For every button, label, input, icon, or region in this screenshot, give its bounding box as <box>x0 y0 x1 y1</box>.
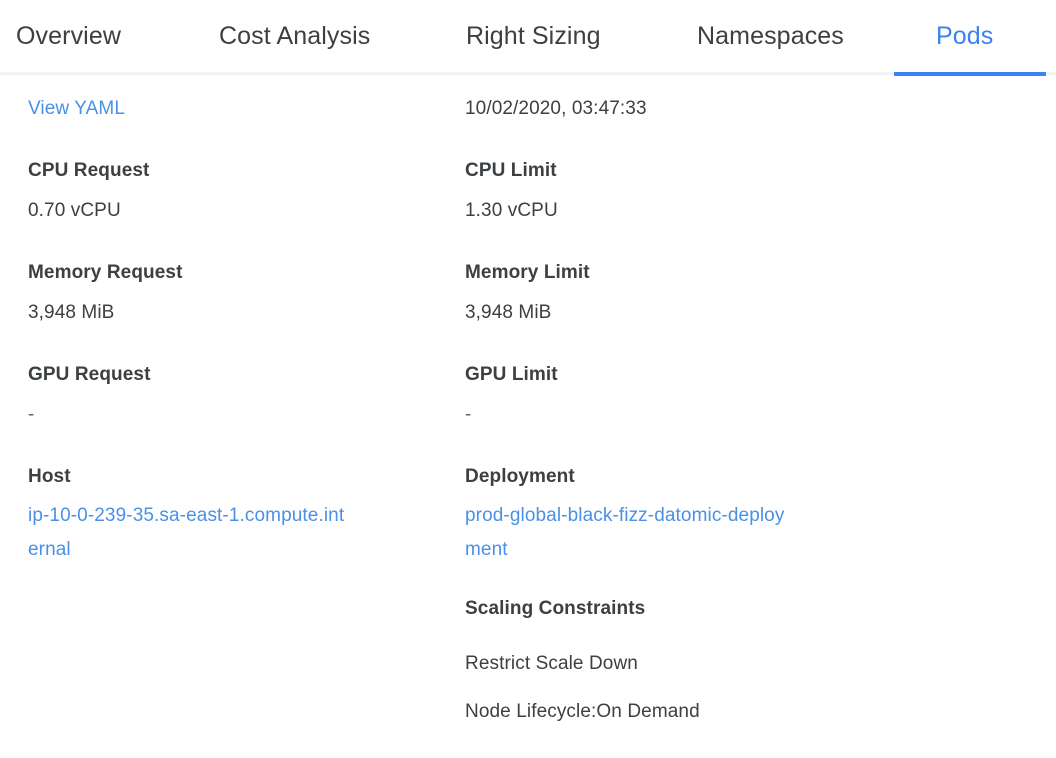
cpu-request-label: CPU Request <box>28 160 150 181</box>
cpu-limit-label: CPU Limit <box>465 160 557 181</box>
gpu-limit-label: GPU Limit <box>465 364 558 385</box>
gpu-request-label: GPU Request <box>28 364 151 385</box>
pod-detail-panel: View YAML CPU Request 0.70 vCPU Memory R… <box>0 75 1056 758</box>
host-link[interactable]: ip-10-0-239-35.sa-east-1.compute.interna… <box>28 505 345 560</box>
deployment-label: Deployment <box>465 466 575 487</box>
view-yaml-link[interactable]: View YAML <box>28 98 126 119</box>
memory-request-label: Memory Request <box>28 262 183 283</box>
cpu-limit-value: 1.30 vCPU <box>465 200 558 221</box>
pod-start-timestamp: 10/02/2020, 03:47:33 <box>465 98 647 119</box>
tab-list: Overview Cost Analysis Right Sizing Namespa… <box>0 0 1056 72</box>
host-label: Host <box>28 466 71 487</box>
tab-namespaces[interactable]: Namespaces <box>697 22 844 50</box>
gpu-request-value: - <box>28 404 35 425</box>
active-tab-indicator <box>894 72 1046 76</box>
memory-limit-label: Memory Limit <box>465 262 590 283</box>
tab-overview[interactable]: Overview <box>16 22 121 50</box>
tab-bar: Overview Cost Analysis Right Sizing Namespa… <box>0 0 1056 76</box>
tab-cost-analysis[interactable]: Cost Analysis <box>219 22 371 50</box>
memory-request-value: 3,948 MiB <box>28 302 115 323</box>
memory-limit-value: 3,948 MiB <box>465 302 552 323</box>
gpu-limit-value: - <box>465 404 472 425</box>
tab-pods[interactable]: Pods <box>936 22 994 50</box>
tab-right-sizing[interactable]: Right Sizing <box>466 22 601 50</box>
cpu-request-value: 0.70 vCPU <box>28 200 121 221</box>
scaling-constraints-label: Scaling Constraints <box>465 598 646 619</box>
scaling-constraint-node-lifecycle: Node Lifecycle:On Demand <box>465 701 700 722</box>
deployment-link[interactable]: prod-global-black-fizz-datomic-deploymen… <box>465 505 785 560</box>
scaling-constraint-restrict-scale-down: Restrict Scale Down <box>465 653 638 674</box>
